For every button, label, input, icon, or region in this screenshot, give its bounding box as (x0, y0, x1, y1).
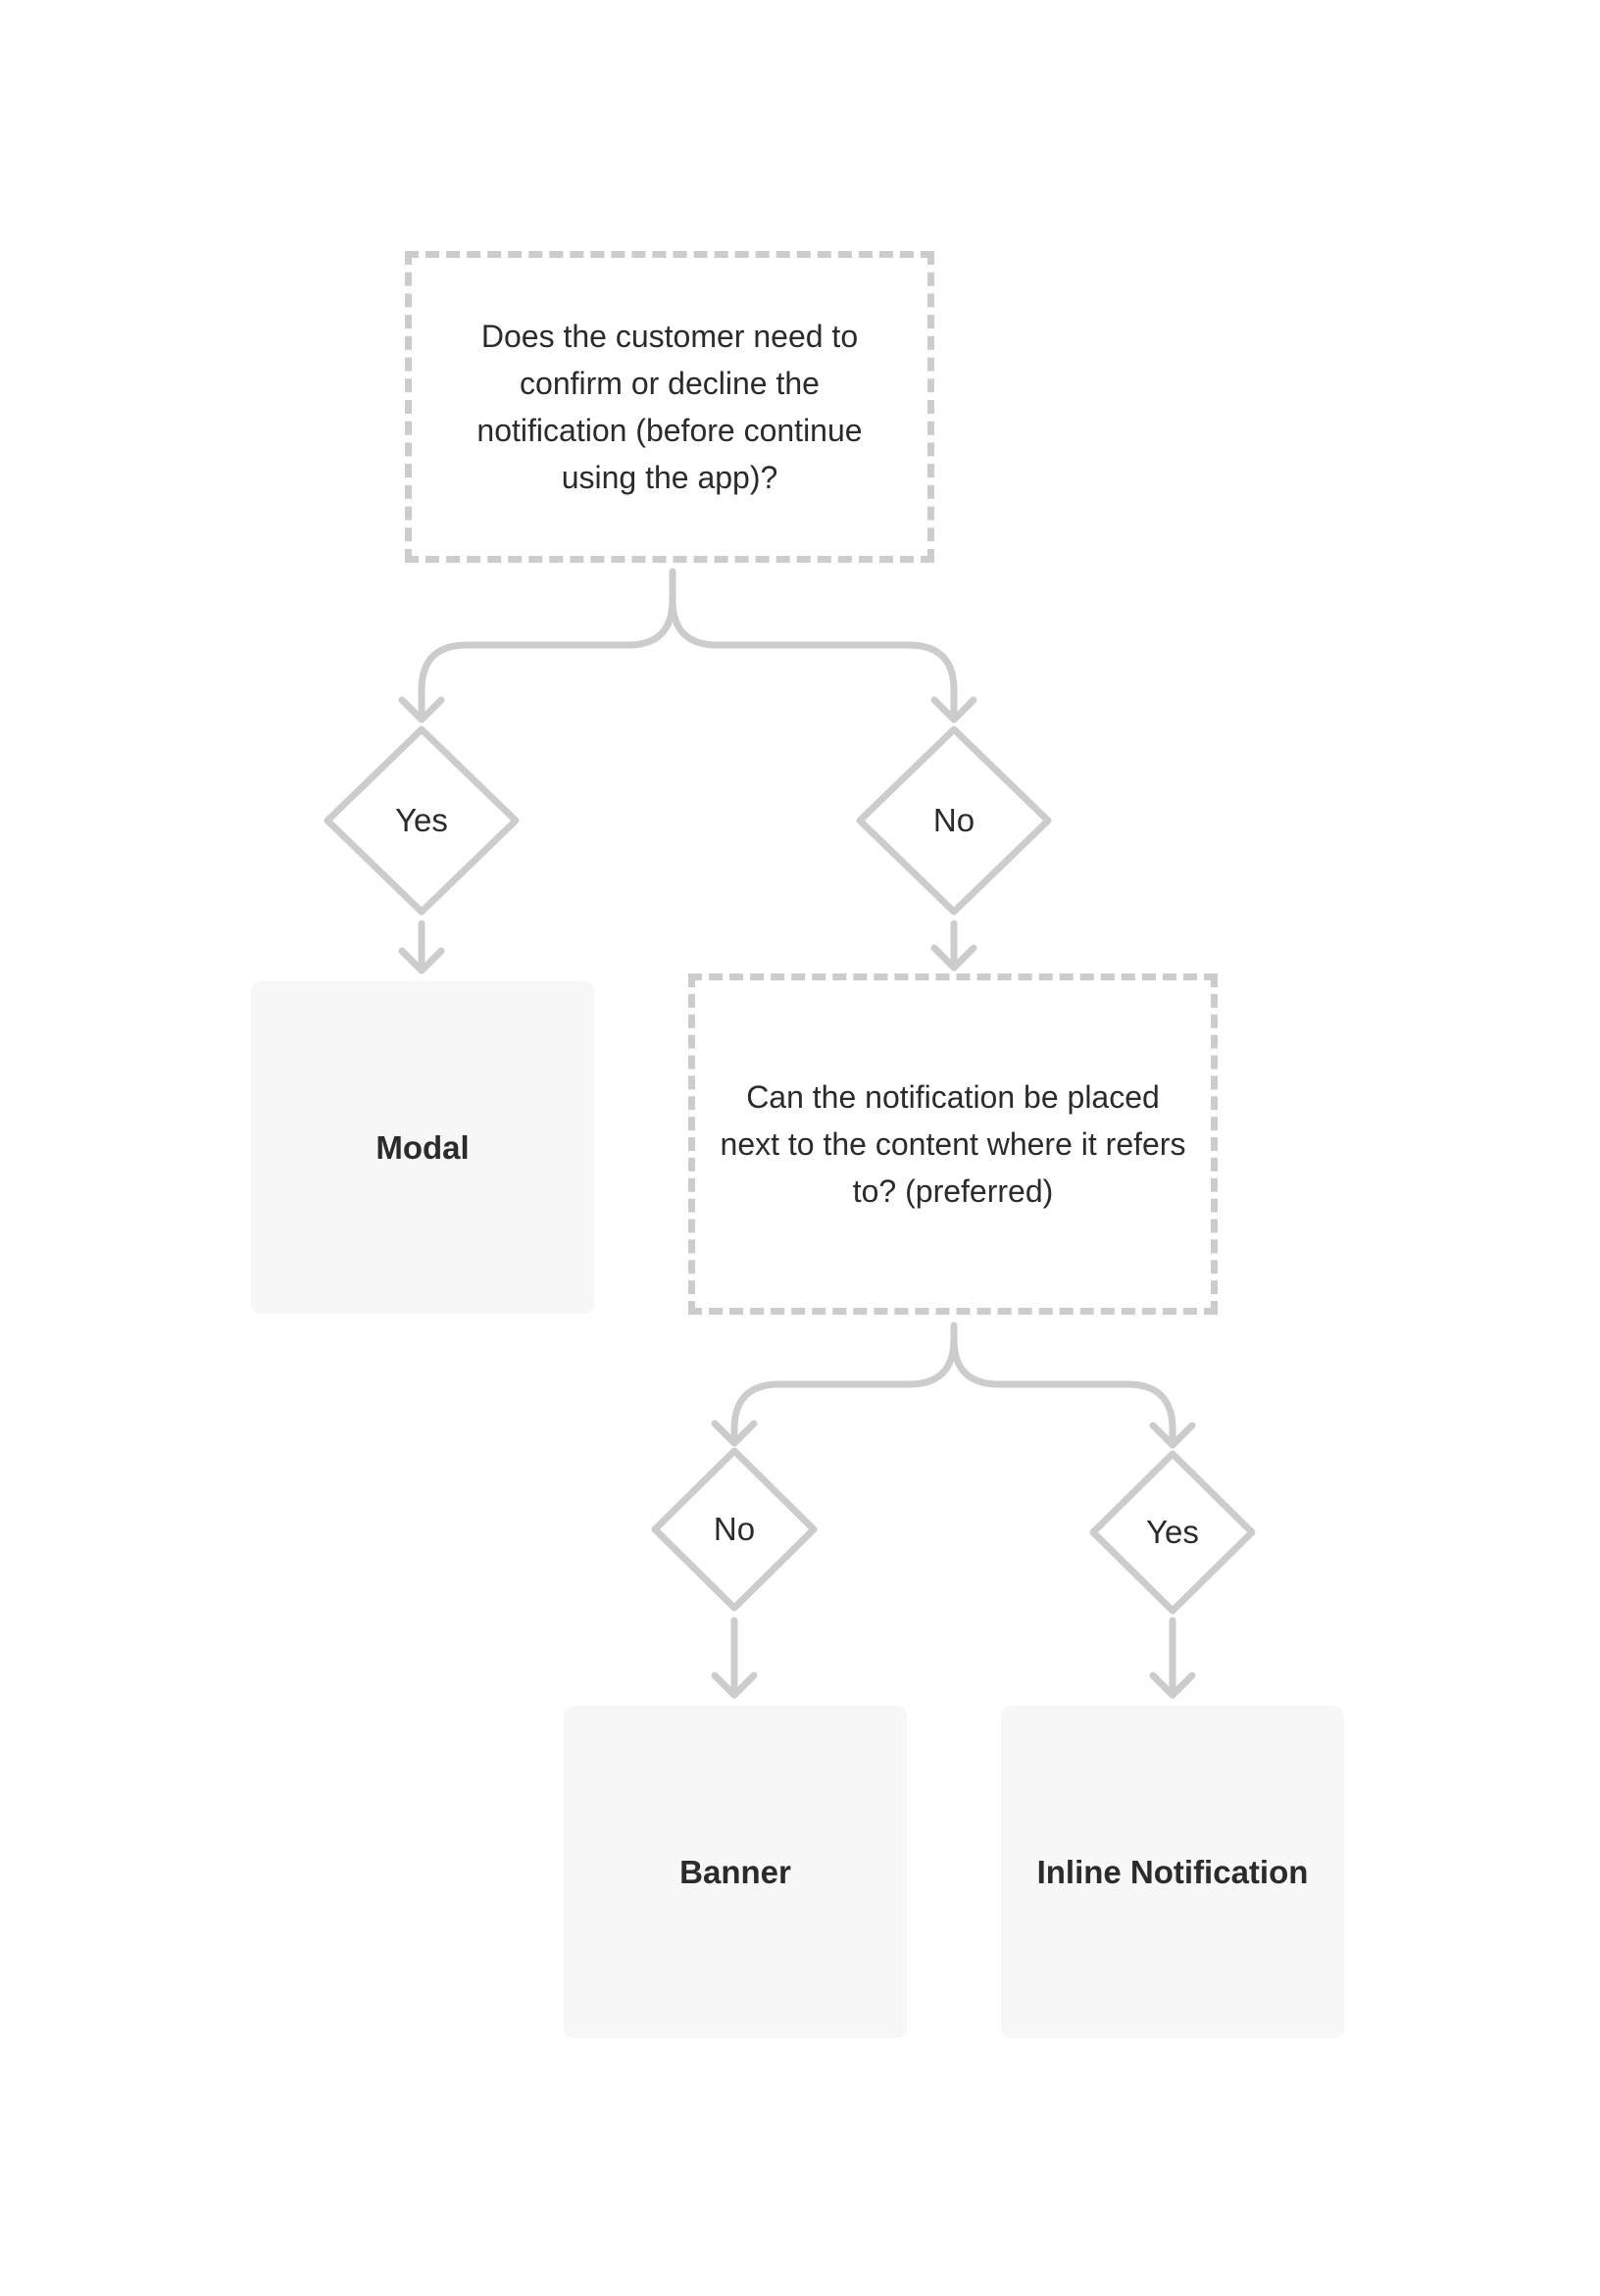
outcome-inline-notification-label: Inline Notification (1036, 1853, 1309, 1890)
arrowhead-banner (711, 1672, 758, 1699)
question-box-confirm-decline: Does the customer need to confirm or dec… (405, 251, 934, 563)
diamond-no-2 (651, 1447, 818, 1612)
diamond-no-1 (856, 725, 1052, 916)
arrowhead-no-1 (930, 696, 977, 724)
arrowhead-no-2 (711, 1420, 758, 1447)
outcome-banner: Banner (564, 1706, 907, 2038)
outcome-modal: Modal (251, 981, 594, 1314)
q1-split-connector-right (669, 596, 958, 723)
outcome-banner-label: Banner (679, 1853, 791, 1890)
decision-label-yes: Yes (1146, 1514, 1199, 1550)
arrowhead-modal (398, 947, 445, 974)
question-text-placement: Can the notification be placed next to t… (720, 1079, 1186, 1209)
decision-label-no: No (932, 802, 975, 838)
diamond-yes-1 (324, 725, 520, 916)
decision-label-yes: Yes (395, 802, 448, 838)
q2-split-connector (730, 1322, 958, 1445)
arrowhead-inline (1149, 1672, 1196, 1699)
q2-split-connector-right (950, 1335, 1176, 1447)
question-text-confirm-decline: Does the customer need to confirm or dec… (476, 319, 863, 495)
arrowhead-yes-2 (1149, 1422, 1196, 1449)
arrowhead-q2 (930, 944, 977, 972)
arrowhead-yes-1 (398, 696, 445, 724)
q1-split-connector (418, 568, 676, 723)
decision-label-no: No (713, 1511, 756, 1547)
question-box-placement: Can the notification be placed next to t… (688, 973, 1218, 1315)
diamond-yes-2 (1089, 1450, 1256, 1615)
outcome-inline-notification: Inline Notification (1001, 1706, 1344, 2038)
outcome-modal-label: Modal (375, 1128, 470, 1166)
